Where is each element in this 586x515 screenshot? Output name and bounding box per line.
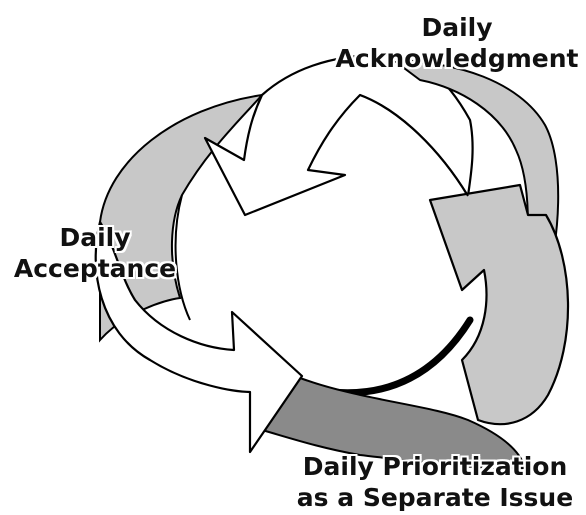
label-pri-line2: as a Separate Issue: [296, 483, 574, 512]
label-daily-prioritization: Daily Prioritization as a Separate Issue: [290, 451, 580, 513]
dark-arrow-band: [260, 376, 527, 470]
inner-circle-edge: [328, 316, 474, 397]
inner-strand-top: [359, 94, 469, 197]
label-daily-acknowledgment: Daily Acknowledgment: [330, 12, 584, 74]
label-acc-line2: Acceptance: [13, 254, 177, 283]
light-arrow-band-left: [99, 93, 265, 343]
inner-strand-left: [174, 194, 191, 321]
label-daily-acceptance: Daily Acceptance: [10, 222, 180, 284]
label-ack-line1: Daily: [421, 13, 493, 42]
label-ack-line2: Acknowledgment: [335, 44, 579, 73]
white-arrow-bottom: [94, 220, 304, 454]
label-pri-line1: Daily Prioritization: [302, 452, 568, 481]
label-acc-line1: Daily: [59, 223, 131, 252]
light-arrow-right-head: [428, 183, 570, 426]
